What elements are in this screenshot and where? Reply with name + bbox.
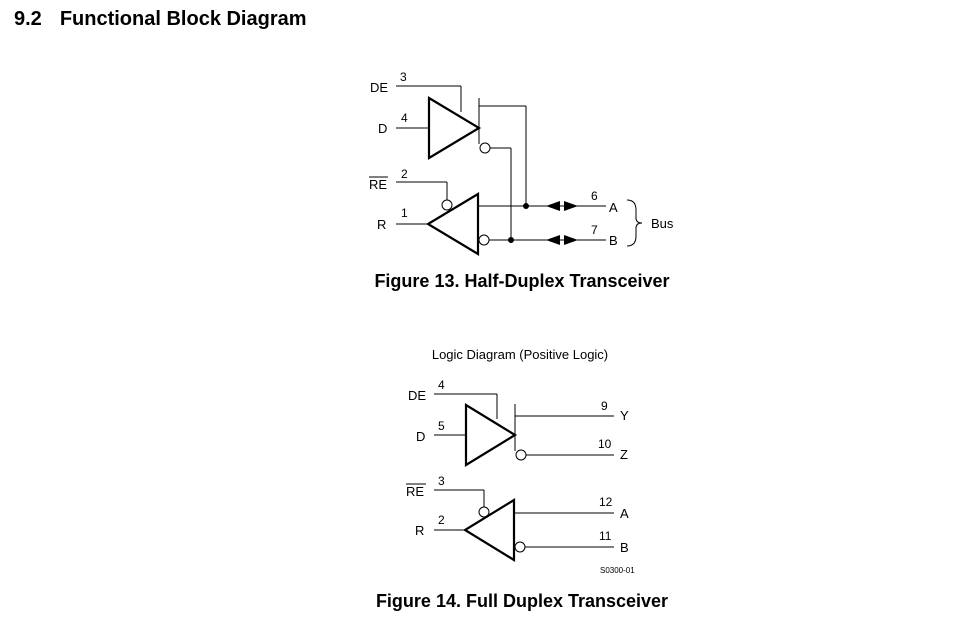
fig14-receiver-invert-bubble xyxy=(514,541,526,553)
fig13-bus-brace xyxy=(626,199,643,247)
fig13-junction-b xyxy=(508,237,514,243)
fig13-label-r: R xyxy=(377,217,386,232)
section-heading: 9.2 Functional Block Diagram xyxy=(14,8,307,31)
fig13-pin-re: 2 xyxy=(401,167,408,181)
fig13-caption: Figure 13. Half-Duplex Transceiver xyxy=(374,271,669,291)
fig13-label-a: A xyxy=(609,200,618,215)
fig14-pin-re: 3 xyxy=(438,474,445,488)
fig13-re-bubble xyxy=(441,199,453,211)
fig13-receiver-buffer xyxy=(425,192,480,256)
fig14-code: S0300-01 xyxy=(600,566,635,575)
fig13-pin-r: 1 xyxy=(401,206,408,220)
fig14-label-z: Z xyxy=(620,447,628,462)
fig14-caption: Figure 14. Full Duplex Transceiver xyxy=(376,591,668,611)
fig13-arrow-b-left xyxy=(546,235,560,245)
fig13-driver-buffer xyxy=(427,96,482,160)
fig13-label-b: B xyxy=(609,233,618,248)
fig14-label-re: RE xyxy=(406,484,424,499)
fig14-subtitle: Logic Diagram (Positive Logic) xyxy=(432,347,608,362)
fig14-re-bubble xyxy=(478,506,490,518)
section-title: Functional Block Diagram xyxy=(59,8,307,30)
fig13-receiver-invert-bubble xyxy=(478,234,490,246)
fig14-pin-b: 11 xyxy=(599,529,612,543)
fig14-driver-buffer xyxy=(464,403,518,467)
fig13-pin-d: 4 xyxy=(401,111,408,125)
fig13-arrow-a-right xyxy=(564,201,578,211)
fig13-pin-a: 6 xyxy=(591,189,598,203)
fig14-pin-z: 10 xyxy=(598,437,612,451)
fig13-label-bus: Bus xyxy=(651,216,674,231)
fig14-label-a: A xyxy=(620,506,629,521)
fig13-pin-b: 7 xyxy=(591,223,598,237)
fig14-label-r: R xyxy=(415,523,424,538)
fig13-pin-de: 3 xyxy=(400,70,407,84)
fig14-label-y: Y xyxy=(620,408,629,423)
fig14-pin-de: 4 xyxy=(438,378,445,392)
fig14-label-d: D xyxy=(416,429,425,444)
fig14-label-b: B xyxy=(620,540,629,555)
fig14-receiver-buffer xyxy=(462,498,516,562)
fig13-arrow-b-right xyxy=(564,235,578,245)
fig13-driver-invert-bubble xyxy=(479,142,491,154)
fig13-junction-a xyxy=(523,203,529,209)
fig14-pin-d: 5 xyxy=(438,419,445,433)
fig14-driver-invert-bubble xyxy=(515,449,527,461)
fig14-label-de: DE xyxy=(408,388,426,403)
fig13-arrow-a-left xyxy=(546,201,560,211)
fig13-label-re: RE xyxy=(369,177,387,192)
fig13-label-de: DE xyxy=(370,80,388,95)
fig13-label-d: D xyxy=(378,121,387,136)
fig14-pin-y: 9 xyxy=(601,399,608,413)
fig14-pin-a: 12 xyxy=(599,495,613,509)
figure-14-full-duplex: Logic Diagram (Positive Logic) DE 4 D 5 … xyxy=(376,347,668,611)
figure-13-half-duplex: DE 3 D 4 RE 2 R 1 6 xyxy=(369,70,674,291)
section-number: 9.2 xyxy=(14,8,42,30)
fig14-pin-r: 2 xyxy=(438,513,445,527)
